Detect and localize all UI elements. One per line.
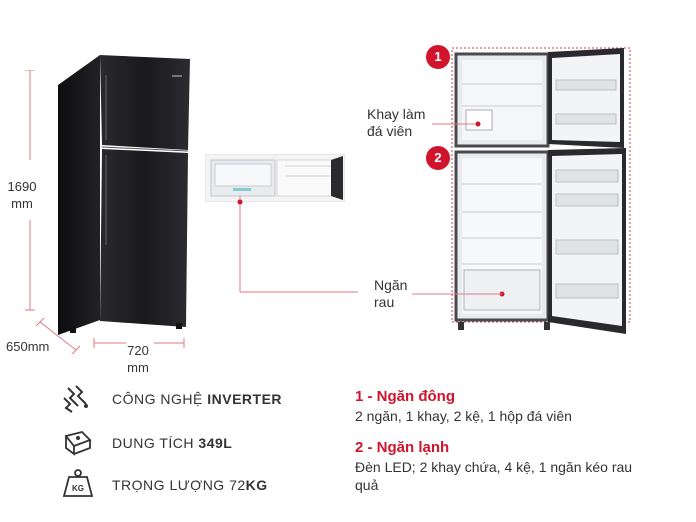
spec-capacity-label: DUNG TÍCH 349L [112,435,232,451]
fridge-badge: 2 [426,146,450,170]
fridge-note-title: 2 - Ngăn lạnh [355,439,450,456]
width-value: 720 [127,343,149,358]
freezer-note-title: 1 - Ngăn đông [355,388,455,405]
width-dimension-line [93,338,185,348]
spec-inverter-strong: INVERTER [207,391,283,407]
spec-capacity-prefix: DUNG TÍCH [112,435,199,451]
depth-dimension-label: 650mm [6,339,50,354]
fridge-note-text: Đèn LED; 2 khay chứa, 4 kệ, 1 ngăn kéo r… [355,459,633,493]
ice-tray-connector [432,123,476,125]
ice-tray-label-line2: đá viên [367,123,413,139]
width-unit: mm [127,360,149,375]
width-dimension-label: 720 mm [118,342,158,376]
inverter-chip-icon [63,385,88,413]
svg-text:KG: KG [72,484,84,493]
freezer-badge: 1 [426,45,450,69]
veg-callout-connector [237,196,358,293]
freezer-note: 1 - Ngăn đông 2 ngăn, 1 khay, 2 kệ, 1 hộ… [355,388,685,425]
veg-drawer-callout: Ngăn rau [374,277,407,311]
veg-label-line2: rau [374,294,395,310]
spec-weight-label: TRỌNG LƯỢNG 72KG [112,477,268,493]
capacity-icon [64,431,92,456]
spec-inverter-prefix: CÔNG NGHỆ [112,391,208,407]
spec-weight-prefix: TRỌNG LƯỢNG 72 [112,477,246,493]
height-unit: mm [11,196,33,211]
freezer-note-text: 2 ngăn, 1 khay, 2 kệ, 1 hộp đá viên [355,408,572,424]
fridge-open-image [451,47,631,334]
fridge-note: 2 - Ngăn lạnh Đèn LED; 2 khay chứa, 4 kệ… [355,439,655,494]
spec-inverter-label: CÔNG NGHỆ INVERTER [112,391,282,407]
height-dimension-label: 1690 mm [2,178,42,212]
depth-dimension-line [36,318,80,354]
ice-tray-callout: Khay làm đá viên [367,106,425,140]
fridge-closed-image [58,55,190,335]
spec-capacity-strong: 349L [198,435,233,451]
ice-tray-label-line1: Khay làm [367,106,426,122]
vegetable-drawer-zoom-image [205,154,345,202]
veg-label-line1: Ngăn [374,277,408,293]
spec-weight-strong: KG [245,477,268,493]
veg-drawer-connector [412,293,502,295]
weight-kg-icon: KG [62,469,94,497]
height-value: 1690 [7,179,37,194]
height-dimension-line [25,70,35,311]
